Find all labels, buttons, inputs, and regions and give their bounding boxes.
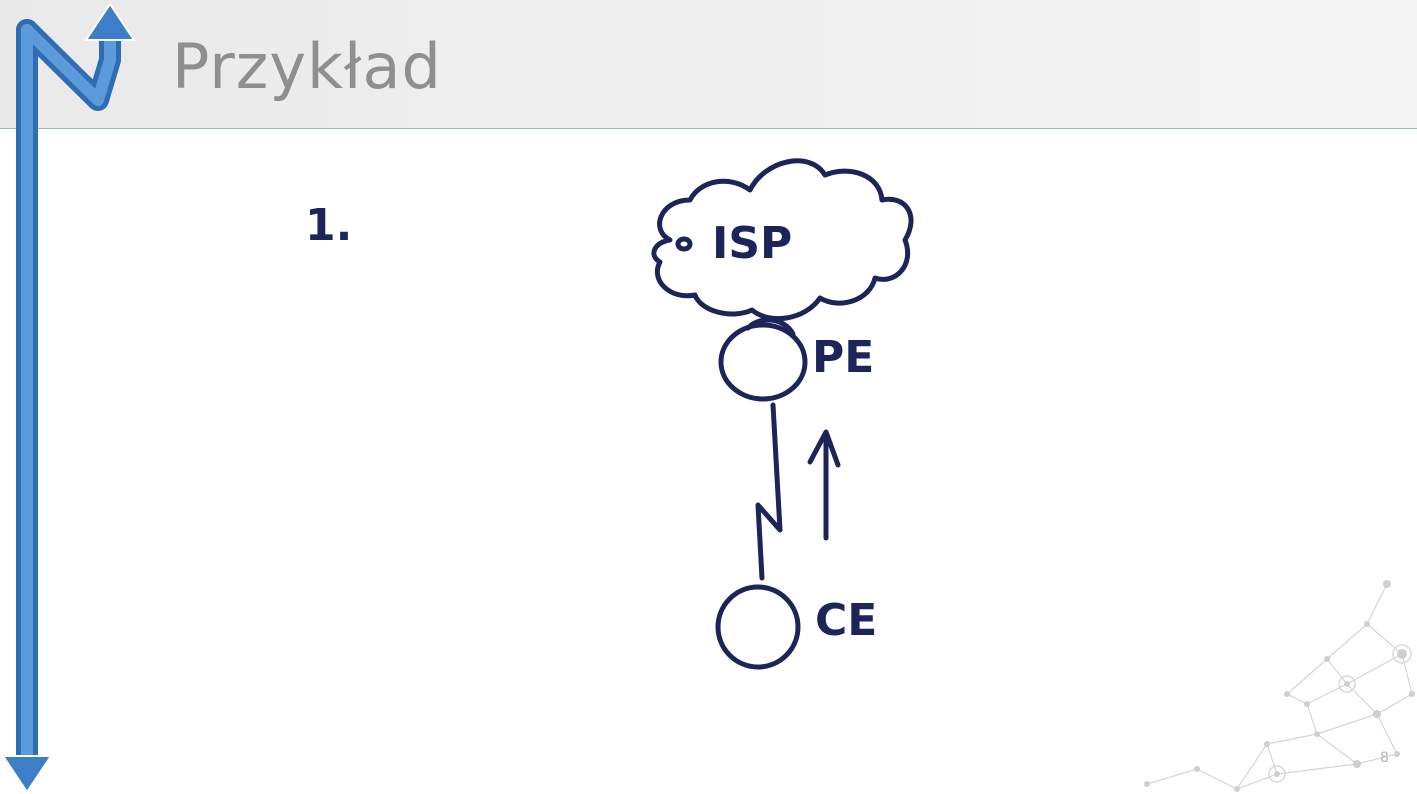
- ce-node: [715, 584, 801, 670]
- pe-ce-link: [755, 402, 783, 581]
- pe-node: [718, 322, 808, 402]
- isp-cloud: [651, 158, 914, 322]
- isp-label: ISP: [712, 218, 792, 269]
- slide-title: Przykład: [172, 30, 442, 103]
- n-arrow-logo-icon: [1, 2, 136, 794]
- slide-header: Przykład: [0, 0, 1417, 129]
- pe-label: PE: [812, 332, 874, 383]
- page-number: 8: [1380, 750, 1389, 766]
- pe-connector: [745, 317, 796, 337]
- ce-label: CE: [815, 595, 877, 646]
- drawing-canvas: [270, 130, 1150, 770]
- step-label: 1.: [305, 200, 352, 251]
- isp-cloud-mark: [675, 236, 693, 252]
- network-decoration-icon: [1144, 580, 1415, 792]
- upstream-arrow-head-icon: [807, 429, 841, 468]
